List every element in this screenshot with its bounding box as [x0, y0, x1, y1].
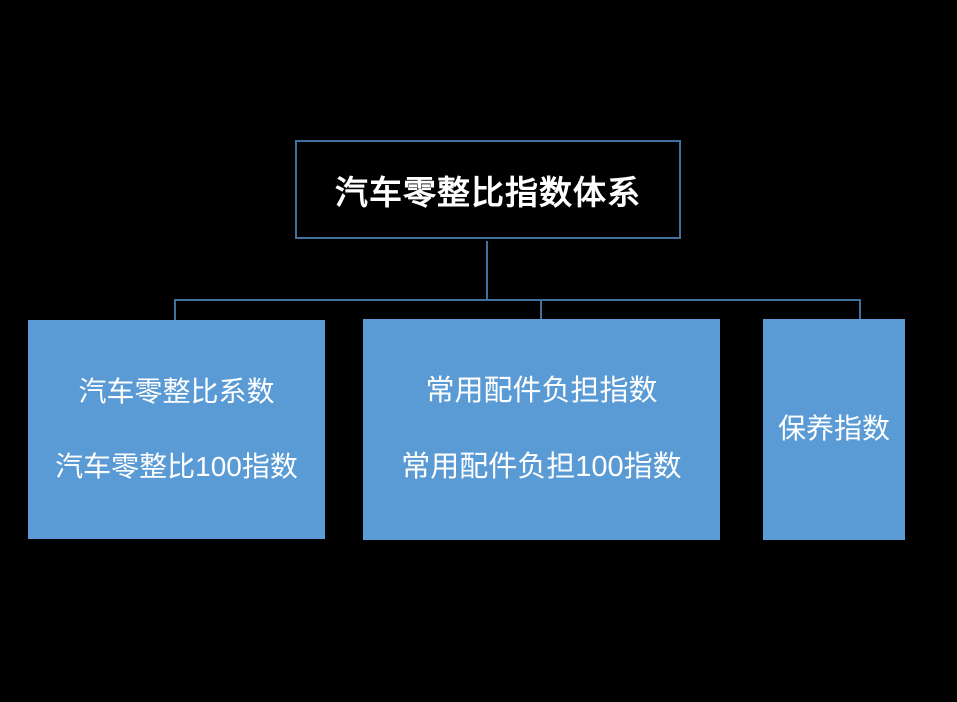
- child-node-label: 汽车零整比100指数: [55, 450, 298, 482]
- connector-horizontal-bar: [174, 299, 861, 301]
- child-node-parts-to-whole-ratio: 汽车零整比系数 汽车零整比100指数: [28, 320, 325, 539]
- connector-drop-middle: [540, 301, 542, 320]
- root-node: 汽车零整比指数体系: [295, 140, 681, 239]
- connector-drop-right: [859, 301, 861, 320]
- child-node-maintenance-index: 保养指数: [763, 319, 905, 540]
- connector-drop-left: [174, 301, 176, 321]
- child-node-label: 保养指数: [777, 413, 890, 445]
- child-node-label: 常用配件负担100指数: [401, 450, 682, 483]
- child-node-common-parts-burden: 常用配件负担指数 常用配件负担100指数: [363, 319, 720, 540]
- connector-root-vertical: [486, 241, 488, 300]
- child-node-label: 常用配件负担指数: [425, 375, 658, 408]
- child-node-label: 汽车零整比系数: [78, 376, 275, 408]
- root-node-label: 汽车零整比指数体系: [335, 173, 641, 211]
